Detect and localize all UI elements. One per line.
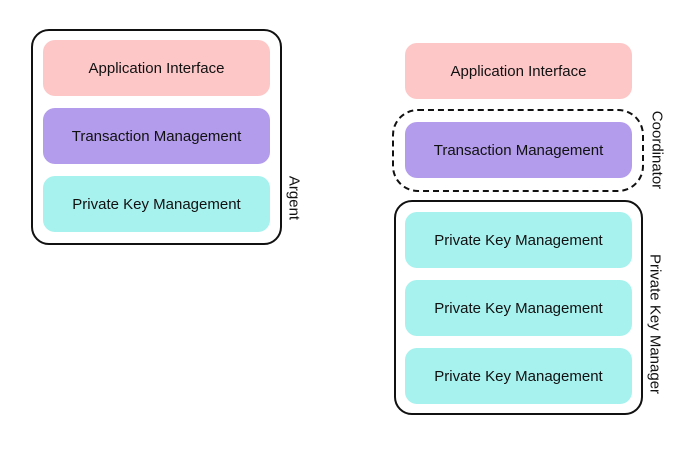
argent-label: Argent	[285, 175, 303, 221]
coordinator-frame	[392, 109, 644, 192]
argent-application-interface-block: Application Interface	[43, 40, 270, 96]
coordinator-label: Coordinator	[648, 110, 666, 190]
private-key-manager-label: Private Key Manager	[646, 253, 664, 395]
argent-private-key-management-block: Private Key Management	[43, 176, 270, 232]
pkm-private-key-management-block-2: Private Key Management	[405, 280, 632, 336]
coordinator-transaction-management-block: Transaction Management	[405, 122, 632, 178]
pkm-private-key-management-block-1: Private Key Management	[405, 212, 632, 268]
pkm-private-key-management-block-3: Private Key Management	[405, 348, 632, 404]
private-key-manager-frame	[394, 200, 643, 415]
argent-transaction-management-block: Transaction Management	[43, 108, 270, 164]
right-application-interface-block: Application Interface	[405, 43, 632, 99]
argent-frame	[31, 29, 282, 245]
